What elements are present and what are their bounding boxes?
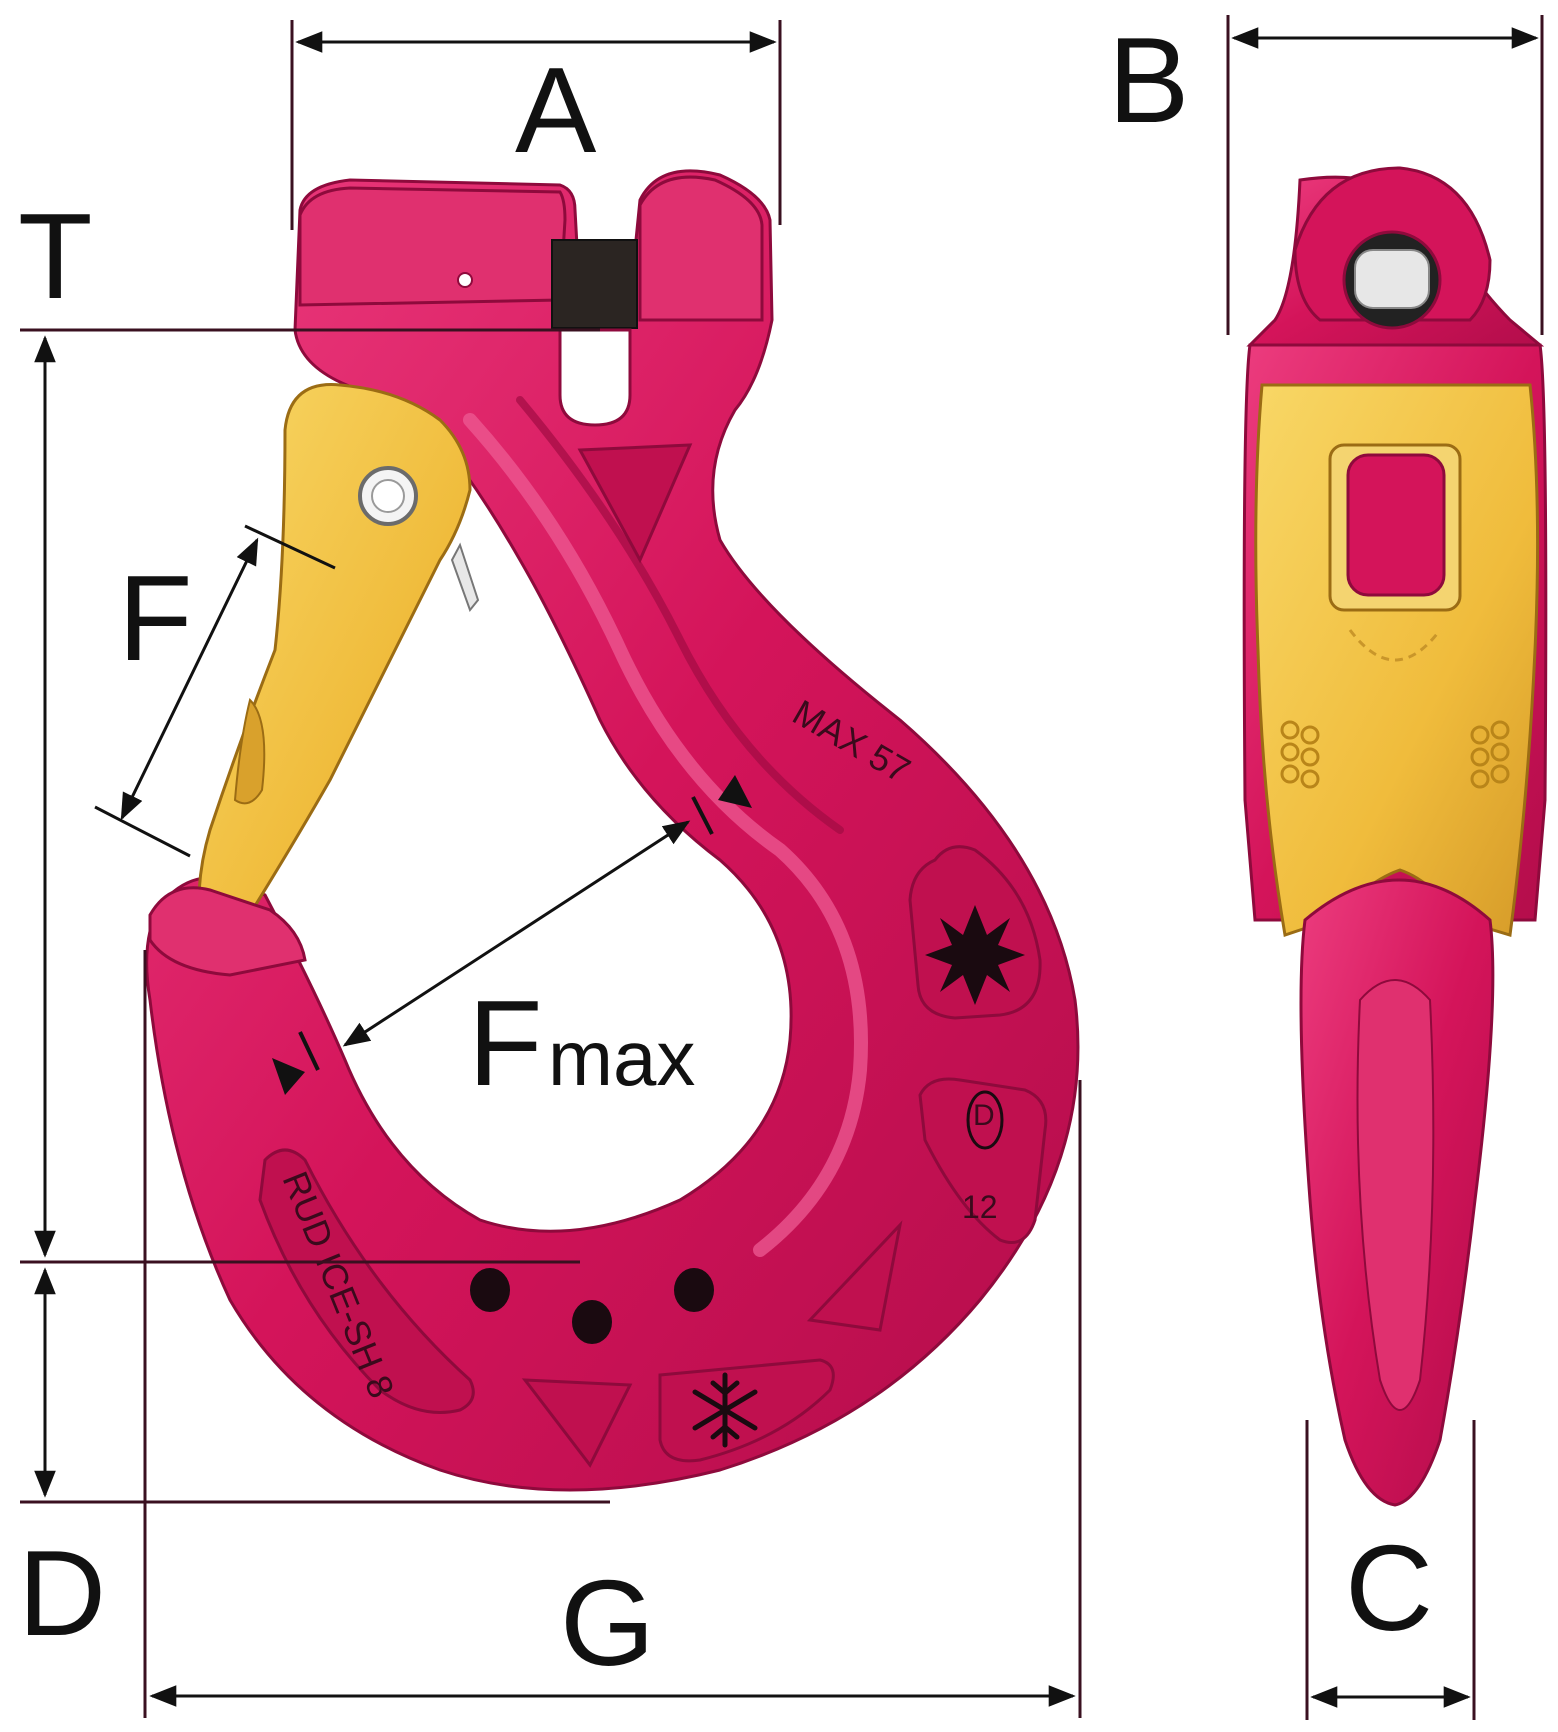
label-f: F — [118, 550, 193, 686]
marking-dot-2 — [572, 1300, 612, 1344]
latch-grip-texture — [233, 698, 266, 805]
label-d: D — [18, 1525, 106, 1661]
label-t: T — [18, 188, 93, 324]
label-c: C — [1345, 1520, 1433, 1656]
clevis-head — [298, 186, 567, 307]
side-grip-right — [1470, 720, 1510, 789]
date-code-number: 12 — [962, 1189, 998, 1225]
panel-date-code — [918, 1077, 1048, 1244]
panel-upper-triangle — [577, 443, 693, 564]
side-latch-arc — [1348, 629, 1442, 662]
snowflake-icon — [692, 1372, 758, 1448]
hook-shank-shadow — [516, 396, 844, 834]
fmax-marker-left — [272, 1058, 305, 1095]
hook-side-view — [1242, 166, 1548, 1507]
hook-shank-highlight — [463, 413, 868, 1257]
side-lower-hook-ridge — [1356, 979, 1435, 1411]
panel-brand — [258, 1148, 475, 1414]
latch-spring — [450, 542, 480, 613]
hook-body — [145, 169, 1080, 1492]
dimension-lines — [20, 15, 1544, 1720]
marking-dot-1 — [470, 1268, 510, 1312]
label-b: B — [1108, 12, 1189, 148]
fmax-marker-right — [718, 775, 752, 808]
safety-latch — [197, 383, 472, 939]
clevis-hole — [457, 272, 473, 288]
clevis-right-lug — [638, 175, 764, 322]
label-fmax-main: F — [468, 975, 543, 1111]
label-fmax-sub: max — [548, 1014, 695, 1102]
label-a: A — [515, 42, 597, 178]
side-latch-roller — [1346, 453, 1446, 597]
star-icon — [925, 905, 1025, 1005]
date-code-ring — [966, 1090, 1004, 1150]
clevis-slot — [558, 328, 632, 427]
panel-bottom-triangle — [521, 1378, 633, 1468]
panel-snowflake — [658, 1358, 835, 1463]
latch-pivot-inner — [371, 479, 405, 513]
marking-dot-3 — [674, 1268, 714, 1312]
hook-front-view: MAX 57 RUD ICE-SH 8 D 12 — [145, 169, 1080, 1492]
side-grip-left — [1280, 720, 1320, 789]
panel-lower-triangle — [806, 1220, 903, 1332]
hook-tip — [148, 886, 307, 977]
date-code: D 12 — [962, 1090, 1004, 1225]
pin-icon — [551, 239, 638, 329]
dim-f-arrow — [120, 537, 259, 821]
dim-fmax-arrow — [342, 820, 691, 1047]
date-code-letter: D — [973, 1099, 995, 1132]
label-g: G — [560, 1555, 655, 1691]
side-eye-pin — [1354, 249, 1430, 309]
